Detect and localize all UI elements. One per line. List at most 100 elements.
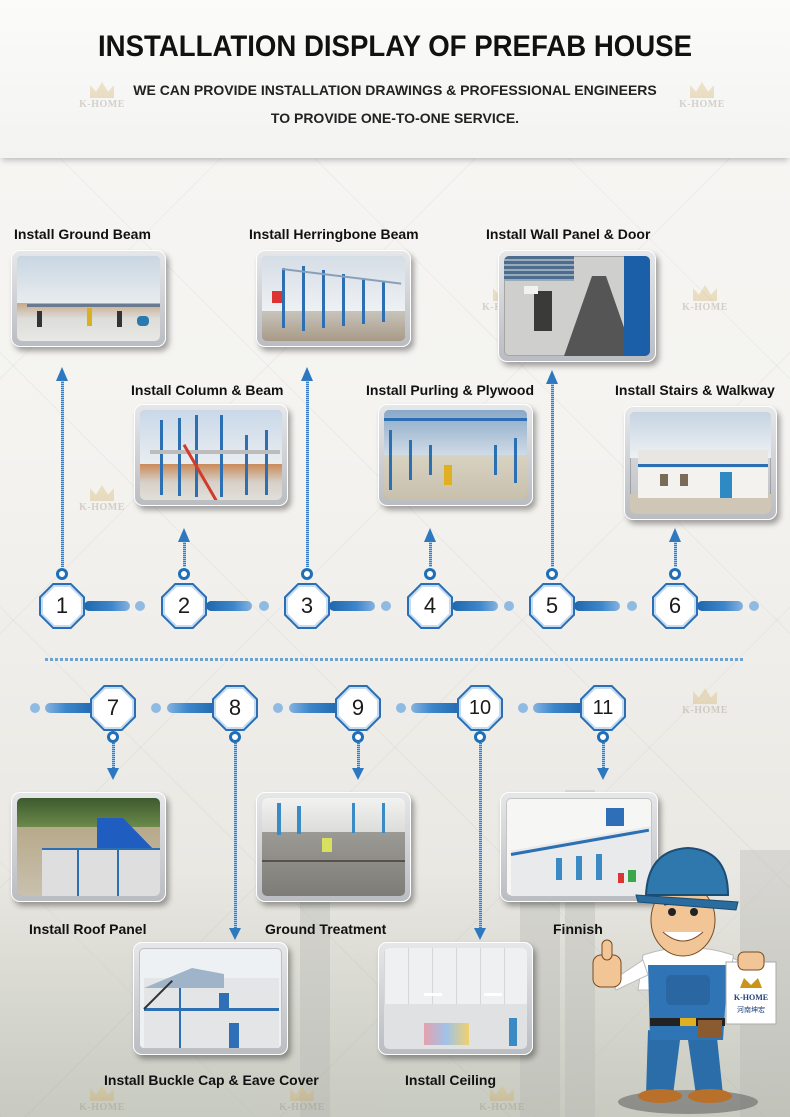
step-3-badge: 3	[284, 583, 330, 629]
arrow-down-icon	[352, 768, 364, 780]
step-11-photo	[500, 792, 658, 902]
step-8-label: Install Buckle Cap & Eave Cover	[104, 1072, 319, 1088]
step-11-badge: 11	[580, 685, 626, 731]
subtitle-line-1: WE CAN PROVIDE INSTALLATION DRAWINGS & P…	[133, 82, 657, 98]
worker-mascot: K-HOME 河南坤宏	[588, 840, 788, 1117]
connector-line	[602, 743, 605, 769]
arrow-down-icon	[107, 768, 119, 780]
crown-icon	[693, 688, 717, 704]
step-7-badge: 7	[90, 685, 136, 731]
timeline-bar	[84, 601, 130, 611]
timeline-dot	[30, 703, 40, 713]
step-5-photo	[498, 250, 656, 362]
step-5-badge: 5	[529, 583, 575, 629]
timeline-bar	[697, 601, 743, 611]
timeline-dot	[627, 601, 637, 611]
watermark-logo: K-HOME	[675, 688, 735, 716]
timeline-dot	[151, 703, 161, 713]
step-6-badge: 6	[652, 583, 698, 629]
step-6-photo	[624, 406, 777, 520]
arrow-up-icon	[56, 367, 68, 381]
connector-line	[357, 743, 360, 769]
crown-icon	[693, 285, 717, 301]
subtitle-line-2: TO PROVIDE ONE-TO-ONE SERVICE.	[270, 110, 520, 126]
connector-ring	[669, 568, 681, 580]
connector-line	[183, 541, 186, 567]
step-4-photo	[378, 404, 533, 506]
watermark-logo: K-HOME	[72, 1085, 132, 1113]
connector-line	[234, 743, 237, 930]
watermark-logo: K-HOME	[72, 485, 132, 513]
arrow-down-icon	[597, 768, 609, 780]
svg-text:河南坤宏: 河南坤宏	[737, 1005, 765, 1014]
connector-ring	[424, 568, 436, 580]
step-9-label: Ground Treatment	[265, 921, 387, 937]
watermark-logo: K-HOME	[272, 1085, 332, 1113]
connector-line	[674, 541, 677, 567]
step-1-label: Install Ground Beam	[14, 226, 151, 242]
timeline-dot	[381, 601, 391, 611]
step-1-badge: 1	[39, 583, 85, 629]
step-10-label: Install Ceiling	[405, 1072, 497, 1088]
step-9-photo	[256, 792, 411, 902]
svg-text:K-HOME: K-HOME	[734, 993, 768, 1002]
timeline-bar	[533, 703, 585, 713]
step-8-badge: 8	[212, 685, 258, 731]
step-6-label: Install Stairs & Walkway	[615, 382, 775, 398]
step-8-photo	[133, 942, 288, 1055]
arrow-up-icon	[546, 370, 558, 384]
arrow-up-icon	[178, 528, 190, 542]
step-7-photo	[11, 792, 166, 902]
timeline-bar	[452, 601, 498, 611]
timeline-bar	[411, 703, 463, 713]
timeline-dot	[135, 601, 145, 611]
arrow-up-icon	[424, 528, 436, 542]
connector-ring	[107, 731, 119, 743]
step-4-label: Install Purling & Plywood	[366, 382, 535, 398]
connector-line	[551, 383, 554, 567]
header-banner: INSTALLATION DISPLAY OF PREFAB HOUSE WE …	[0, 0, 790, 158]
step-10-badge: 10	[457, 685, 503, 731]
watermark-logo: K-HOME	[472, 1085, 532, 1113]
timeline-dot	[518, 703, 528, 713]
timeline-bar	[574, 601, 620, 611]
arrow-down-icon	[229, 928, 241, 940]
connector-ring	[56, 568, 68, 580]
step-11-label: Finnish	[553, 921, 603, 937]
step-9-badge: 9	[335, 685, 381, 731]
step-5-label: Install Wall Panel & Door	[486, 226, 651, 242]
connector-ring	[597, 731, 609, 743]
arrow-down-icon	[474, 928, 486, 940]
connector-ring	[352, 731, 364, 743]
connector-line	[479, 743, 482, 930]
connector-ring	[474, 731, 486, 743]
timeline-bar	[206, 601, 252, 611]
step-2-label: Install Column & Beam	[131, 382, 284, 398]
step-2-badge: 2	[161, 583, 207, 629]
step-10-photo	[378, 942, 533, 1055]
timeline-dot	[259, 601, 269, 611]
watermark-logo: K-HOME	[675, 285, 735, 313]
watermark-logo: K-HOME	[72, 82, 132, 110]
timeline-dot	[273, 703, 283, 713]
step-2-photo	[134, 404, 288, 506]
step-3-label: Install Herringbone Beam	[249, 226, 419, 242]
connector-line	[61, 380, 64, 567]
arrow-up-icon	[301, 367, 313, 381]
connector-line	[306, 380, 309, 567]
timeline-bar	[329, 601, 375, 611]
step-4-badge: 4	[407, 583, 453, 629]
arrow-up-icon	[669, 528, 681, 542]
watermark-logo: K-HOME	[672, 82, 732, 110]
connector-ring	[546, 568, 558, 580]
timeline-bar	[167, 703, 219, 713]
timeline-bar	[289, 703, 341, 713]
page-title: INSTALLATION DISPLAY OF PREFAB HOUSE	[98, 30, 692, 63]
connector-ring	[178, 568, 190, 580]
timeline-dot	[749, 601, 759, 611]
crown-icon	[690, 82, 714, 98]
timeline-bar	[45, 703, 97, 713]
section-divider	[45, 658, 745, 661]
step-7-label: Install Roof Panel	[29, 921, 147, 937]
step-1-photo	[11, 250, 166, 347]
